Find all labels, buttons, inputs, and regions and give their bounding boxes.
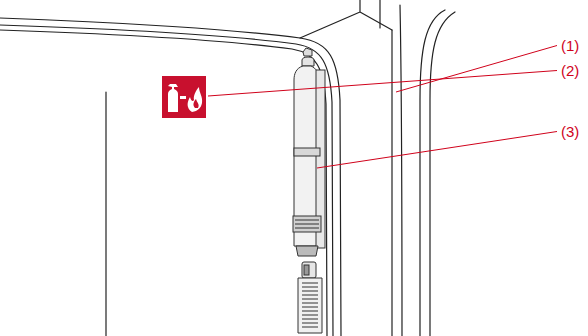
panel-edge — [105, 92, 106, 336]
leader-line — [396, 46, 557, 93]
callout-number: (1) — [560, 38, 580, 53]
callout-number: (3) — [560, 124, 580, 139]
panel-edge — [0, 30, 327, 336]
panel-edge — [0, 18, 341, 336]
leader-line — [317, 132, 557, 169]
pillar-edge — [430, 12, 455, 336]
pillar-edge — [391, 30, 392, 336]
pillar-edge — [400, 5, 402, 336]
callout-number: (2) — [560, 63, 580, 78]
roof-edge — [300, 0, 392, 38]
panel-edge — [0, 25, 333, 336]
fire-extinguisher — [293, 48, 325, 256]
fire-extinguisher-sign — [162, 76, 206, 118]
pillar-edge — [379, 0, 380, 28]
door-striker — [298, 262, 322, 333]
leader-line — [208, 71, 557, 97]
